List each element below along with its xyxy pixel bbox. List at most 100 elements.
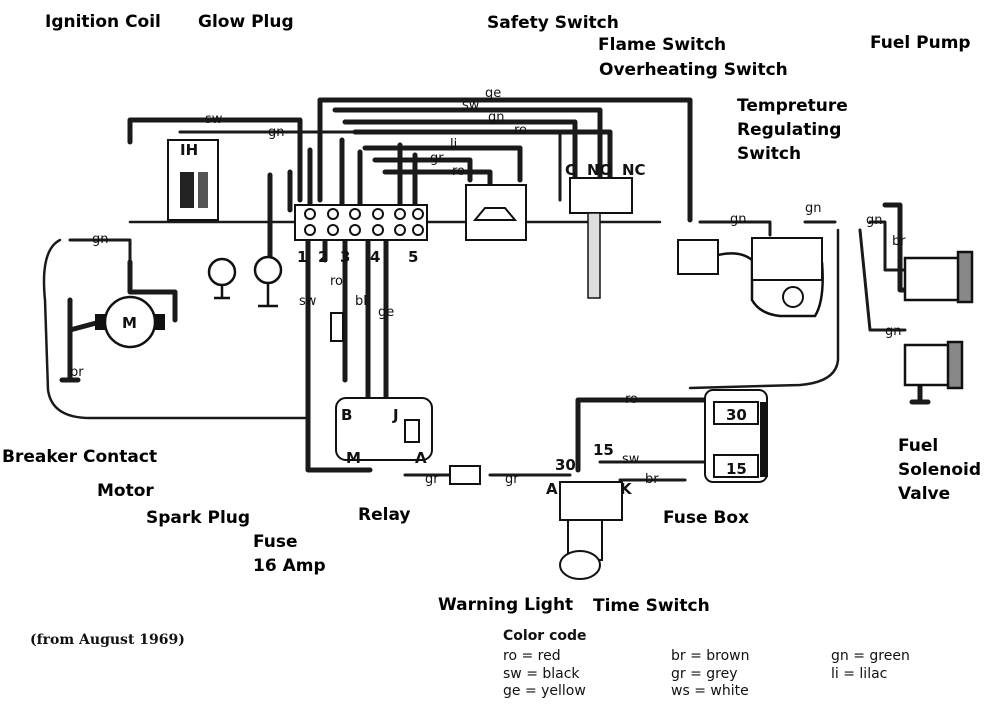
- wire-breaker: [59, 297, 81, 383]
- wire-ge-top: [317, 97, 693, 223]
- grey-inline-fuse: [449, 465, 481, 485]
- label-safety-switch: Safety Switch: [487, 13, 619, 33]
- label-fuel-solenoid-valve-line-3: Valve: [898, 484, 951, 504]
- relay-terminal-j: J: [392, 406, 399, 424]
- wire-tag-ro-fuse: ro: [625, 392, 638, 407]
- safety-switch-symbol: [465, 184, 527, 241]
- terminal-number-2: 2: [318, 248, 328, 266]
- wire-motor-feed: [127, 259, 178, 323]
- terminal-block: [294, 204, 428, 241]
- time-switch-terminal-k: K: [620, 480, 633, 498]
- label-temperature-switch-line-3: Switch: [737, 144, 802, 164]
- fuse-box-symbol: [704, 389, 768, 483]
- relay-terminal-a: A: [415, 449, 427, 467]
- wire-tag-gn-ts: gn: [805, 201, 822, 216]
- color-code-entry: br = brown: [671, 648, 750, 664]
- color-code-entry: gr = grey: [671, 665, 738, 682]
- label-fuse: Fuse 16 Amp: [253, 530, 326, 578]
- flame-switch-symbol: [569, 177, 633, 299]
- label-fuel-pump: Fuel Pump: [870, 33, 971, 53]
- wire-tag-ro-2: ro: [514, 123, 527, 138]
- wire-ro-fusebox: [575, 397, 713, 473]
- color-code-entry: ro = red: [503, 648, 561, 664]
- wire-tag-sw-2: sw: [462, 98, 480, 113]
- time-switch-symbol: [559, 481, 623, 580]
- wire-ro-3: [382, 169, 493, 188]
- switch-terminal-no: NO: [587, 161, 612, 179]
- wire-br-pump: [882, 202, 908, 293]
- label-spark-plug: Spark Plug: [146, 508, 251, 528]
- label-temperature-switch: Tempreture Regulating Switch: [737, 94, 848, 166]
- terminal-number-5: 5: [408, 248, 418, 266]
- label-flame-switch: Flame Switch: [598, 35, 727, 55]
- relay-terminal-m: M: [346, 449, 361, 467]
- wire-sw-top: [127, 117, 303, 203]
- label-fuse-line-2: 16 Amp: [253, 556, 326, 576]
- label-warning-light: Warning Light: [438, 595, 574, 615]
- wire-tag-ro-3: ro: [452, 164, 465, 179]
- color-code-column-1: ro = red sw = black ge = yellow: [503, 648, 586, 701]
- label-fuse-line-1: Fuse: [253, 532, 298, 552]
- label-relay: Relay: [358, 505, 411, 525]
- color-code-title: Color code: [503, 628, 587, 644]
- wire-gn-valve: [858, 228, 907, 332]
- time-switch-terminal-30: 30: [555, 456, 576, 474]
- switch-terminal-nc: NC: [622, 161, 646, 179]
- wire-tag-ro-t3: ro: [330, 274, 343, 289]
- terminal-number-3: 3: [340, 248, 350, 266]
- color-code-entry: gn = green: [831, 648, 910, 664]
- wire-tag-gn-left: gn: [92, 232, 109, 247]
- wire-tag-gn-valve: gn: [885, 324, 902, 339]
- wire-li: [362, 145, 523, 183]
- wire-t5: [383, 237, 401, 413]
- frame-wire-right: [688, 228, 840, 390]
- wire-gn-2: [342, 119, 578, 183]
- wire-bundle-down-a: [267, 169, 293, 263]
- label-ignition-coil: Ignition Coil: [45, 12, 161, 32]
- label-fuel-solenoid-valve-line-1: Fuel: [898, 436, 939, 456]
- relay-terminal-b: B: [341, 406, 352, 424]
- wire-t1: [305, 237, 373, 473]
- label-overheating-switch: Overheating Switch: [599, 60, 788, 80]
- label-temperature-switch-line-2: Regulating: [737, 120, 842, 140]
- fuel-pump-symbol: [903, 250, 974, 390]
- ignition-coil-symbol: [167, 139, 219, 221]
- wire-tag-sw-top: sw: [205, 112, 223, 127]
- fuse-value-30: 30: [726, 406, 747, 424]
- terminal-number-1: 1: [297, 248, 307, 266]
- wire-tag-gn-2: gn: [488, 110, 505, 125]
- color-code-entry: sw = black: [503, 665, 580, 682]
- wire-valve-ground: [909, 382, 931, 405]
- color-code-entry: ge = yellow: [503, 683, 586, 699]
- switch-terminal-c: C: [565, 161, 576, 179]
- relay-symbol: [335, 397, 433, 461]
- terminal-number-4: 4: [370, 248, 380, 266]
- color-code-column-2: br = brown gr = grey ws = white: [671, 648, 750, 701]
- wire-tag-br-left: br: [70, 365, 84, 380]
- wire-tag-sw-t1: sw: [299, 294, 317, 309]
- wire-sw-2: [332, 107, 603, 183]
- wire-tag-sw-fuse: sw: [622, 452, 640, 467]
- wire-tag-gn-pump: gn: [866, 213, 883, 228]
- wire-tag-ge-top: ge: [485, 86, 501, 101]
- color-code-entry: li = lilac: [831, 665, 888, 682]
- glow-plug-symbol: [207, 255, 283, 308]
- wire-gn-left: [68, 238, 132, 264]
- color-code-entry: ws = white: [671, 683, 749, 699]
- label-fuel-solenoid-valve-line-2: Solenoid: [898, 460, 982, 480]
- label-breaker-contact: Breaker Contact: [2, 447, 158, 467]
- fuse-value-15: 15: [726, 460, 747, 478]
- motor-mark: M: [122, 314, 137, 332]
- wire-ro-2: [352, 129, 613, 183]
- wire-tag-li: li: [450, 137, 457, 152]
- fuse-16a-symbol: [330, 312, 344, 342]
- label-temperature-switch-line-1: Tempreture: [737, 96, 848, 116]
- wire-tag-br-k: br: [645, 472, 659, 487]
- wire-gn-temp: [698, 220, 772, 237]
- wire-tag-ge-t4: ge: [378, 305, 394, 320]
- wire-tag-gr: gr: [430, 151, 444, 166]
- wire-tag-br-pump: br: [892, 234, 906, 249]
- motor-symbol: [95, 295, 165, 349]
- date-note: (from August 1969): [30, 632, 185, 648]
